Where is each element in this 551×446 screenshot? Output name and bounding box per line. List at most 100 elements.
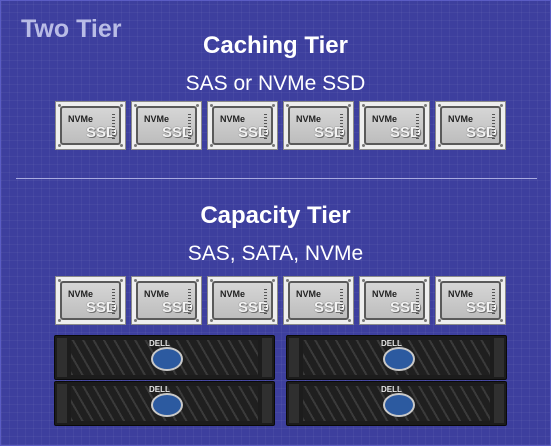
screw-icon [500,104,503,107]
barcode-icon [264,113,267,139]
screw-icon [210,279,213,282]
barcode-icon [188,113,191,139]
ssd-protocol-label: NVMe [372,289,398,299]
screw-icon [196,279,199,282]
screw-icon [196,104,199,107]
screw-icon [272,144,275,147]
screw-icon [272,279,275,282]
screw-icon [286,144,289,147]
ssd-type-label: SSD [314,299,345,316]
screw-icon [424,104,427,107]
tier-divider [16,178,537,179]
ssd-protocol-label: NVMe [68,289,94,299]
screw-icon [424,279,427,282]
barcode-icon [112,113,115,139]
screw-icon [438,319,441,322]
rack-ear [57,384,67,423]
ssd-type-label: SSD [238,299,269,316]
screw-icon [438,104,441,107]
barcode-icon [340,113,343,139]
screw-icon [424,319,427,322]
screw-icon [120,104,123,107]
rack-ear [262,338,272,377]
screw-icon [120,279,123,282]
ssd-protocol-label: NVMe [144,289,170,299]
screw-icon [500,319,503,322]
ssd-type-label: SSD [314,124,345,141]
screw-icon [210,319,213,322]
ssd-type-label: SSD [162,299,193,316]
screw-icon [134,144,137,147]
rack-ear [289,338,299,377]
caching-tier-subtitle: SAS or NVMe SSD [185,72,366,95]
ssd-protocol-label: NVMe [220,114,246,124]
screw-icon [348,279,351,282]
server-brand-label: DELL [381,339,402,348]
screw-icon [120,144,123,147]
screw-icon [286,104,289,107]
ssd-type-label: SSD [466,299,497,316]
barcode-icon [416,113,419,139]
barcode-icon [416,288,419,314]
barcode-icon [188,288,191,314]
barcode-icon [264,288,267,314]
server-badge-icon [151,393,183,417]
caching-tier-title: Caching Tier [203,32,348,59]
screw-icon [362,144,365,147]
rack-ear [494,338,504,377]
screw-icon [286,319,289,322]
barcode-icon [492,288,495,314]
capacity-tier-title: Capacity Tier [200,202,351,229]
screw-icon [424,144,427,147]
screw-icon [134,319,137,322]
ssd-protocol-label: NVMe [68,114,94,124]
screw-icon [210,104,213,107]
screw-icon [500,144,503,147]
ssd-protocol-label: NVMe [144,114,170,124]
server-brand-label: DELL [149,385,170,394]
server-badge-icon [383,393,415,417]
rack-ear [494,384,504,423]
ssd-type-label: SSD [86,299,117,316]
server-chassis-icon: DELL [286,335,507,380]
screw-icon [58,144,61,147]
screw-icon [210,144,213,147]
screw-icon [348,144,351,147]
screw-icon [58,279,61,282]
rack-ear [57,338,67,377]
ssd-protocol-label: NVMe [220,289,246,299]
capacity-tier-subtitle: SAS, SATA, NVMe [187,242,364,265]
ssd-type-label: SSD [238,124,269,141]
screw-icon [362,319,365,322]
screw-icon [348,104,351,107]
screw-icon [58,104,61,107]
ssd-type-label: SSD [390,299,421,316]
screw-icon [500,279,503,282]
server-brand-label: DELL [381,385,402,394]
screw-icon [438,144,441,147]
ssd-protocol-label: NVMe [448,289,474,299]
server-chassis-icon: DELL [286,381,507,426]
screw-icon [272,104,275,107]
screw-icon [134,279,137,282]
ssd-type-label: SSD [86,124,117,141]
